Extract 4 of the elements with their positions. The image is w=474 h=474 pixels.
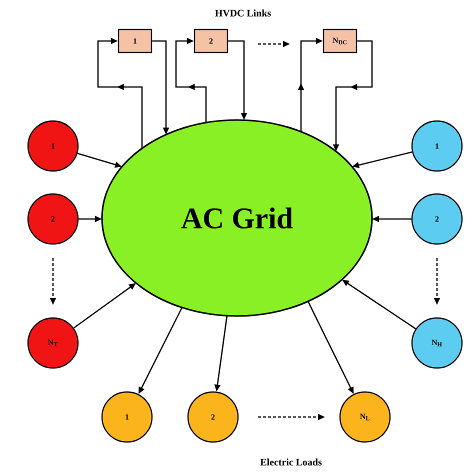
arrow xyxy=(175,38,207,123)
group-title: Electric Loads xyxy=(260,458,322,466)
group-title: HVDC Links xyxy=(215,9,271,17)
arrow xyxy=(97,38,143,148)
